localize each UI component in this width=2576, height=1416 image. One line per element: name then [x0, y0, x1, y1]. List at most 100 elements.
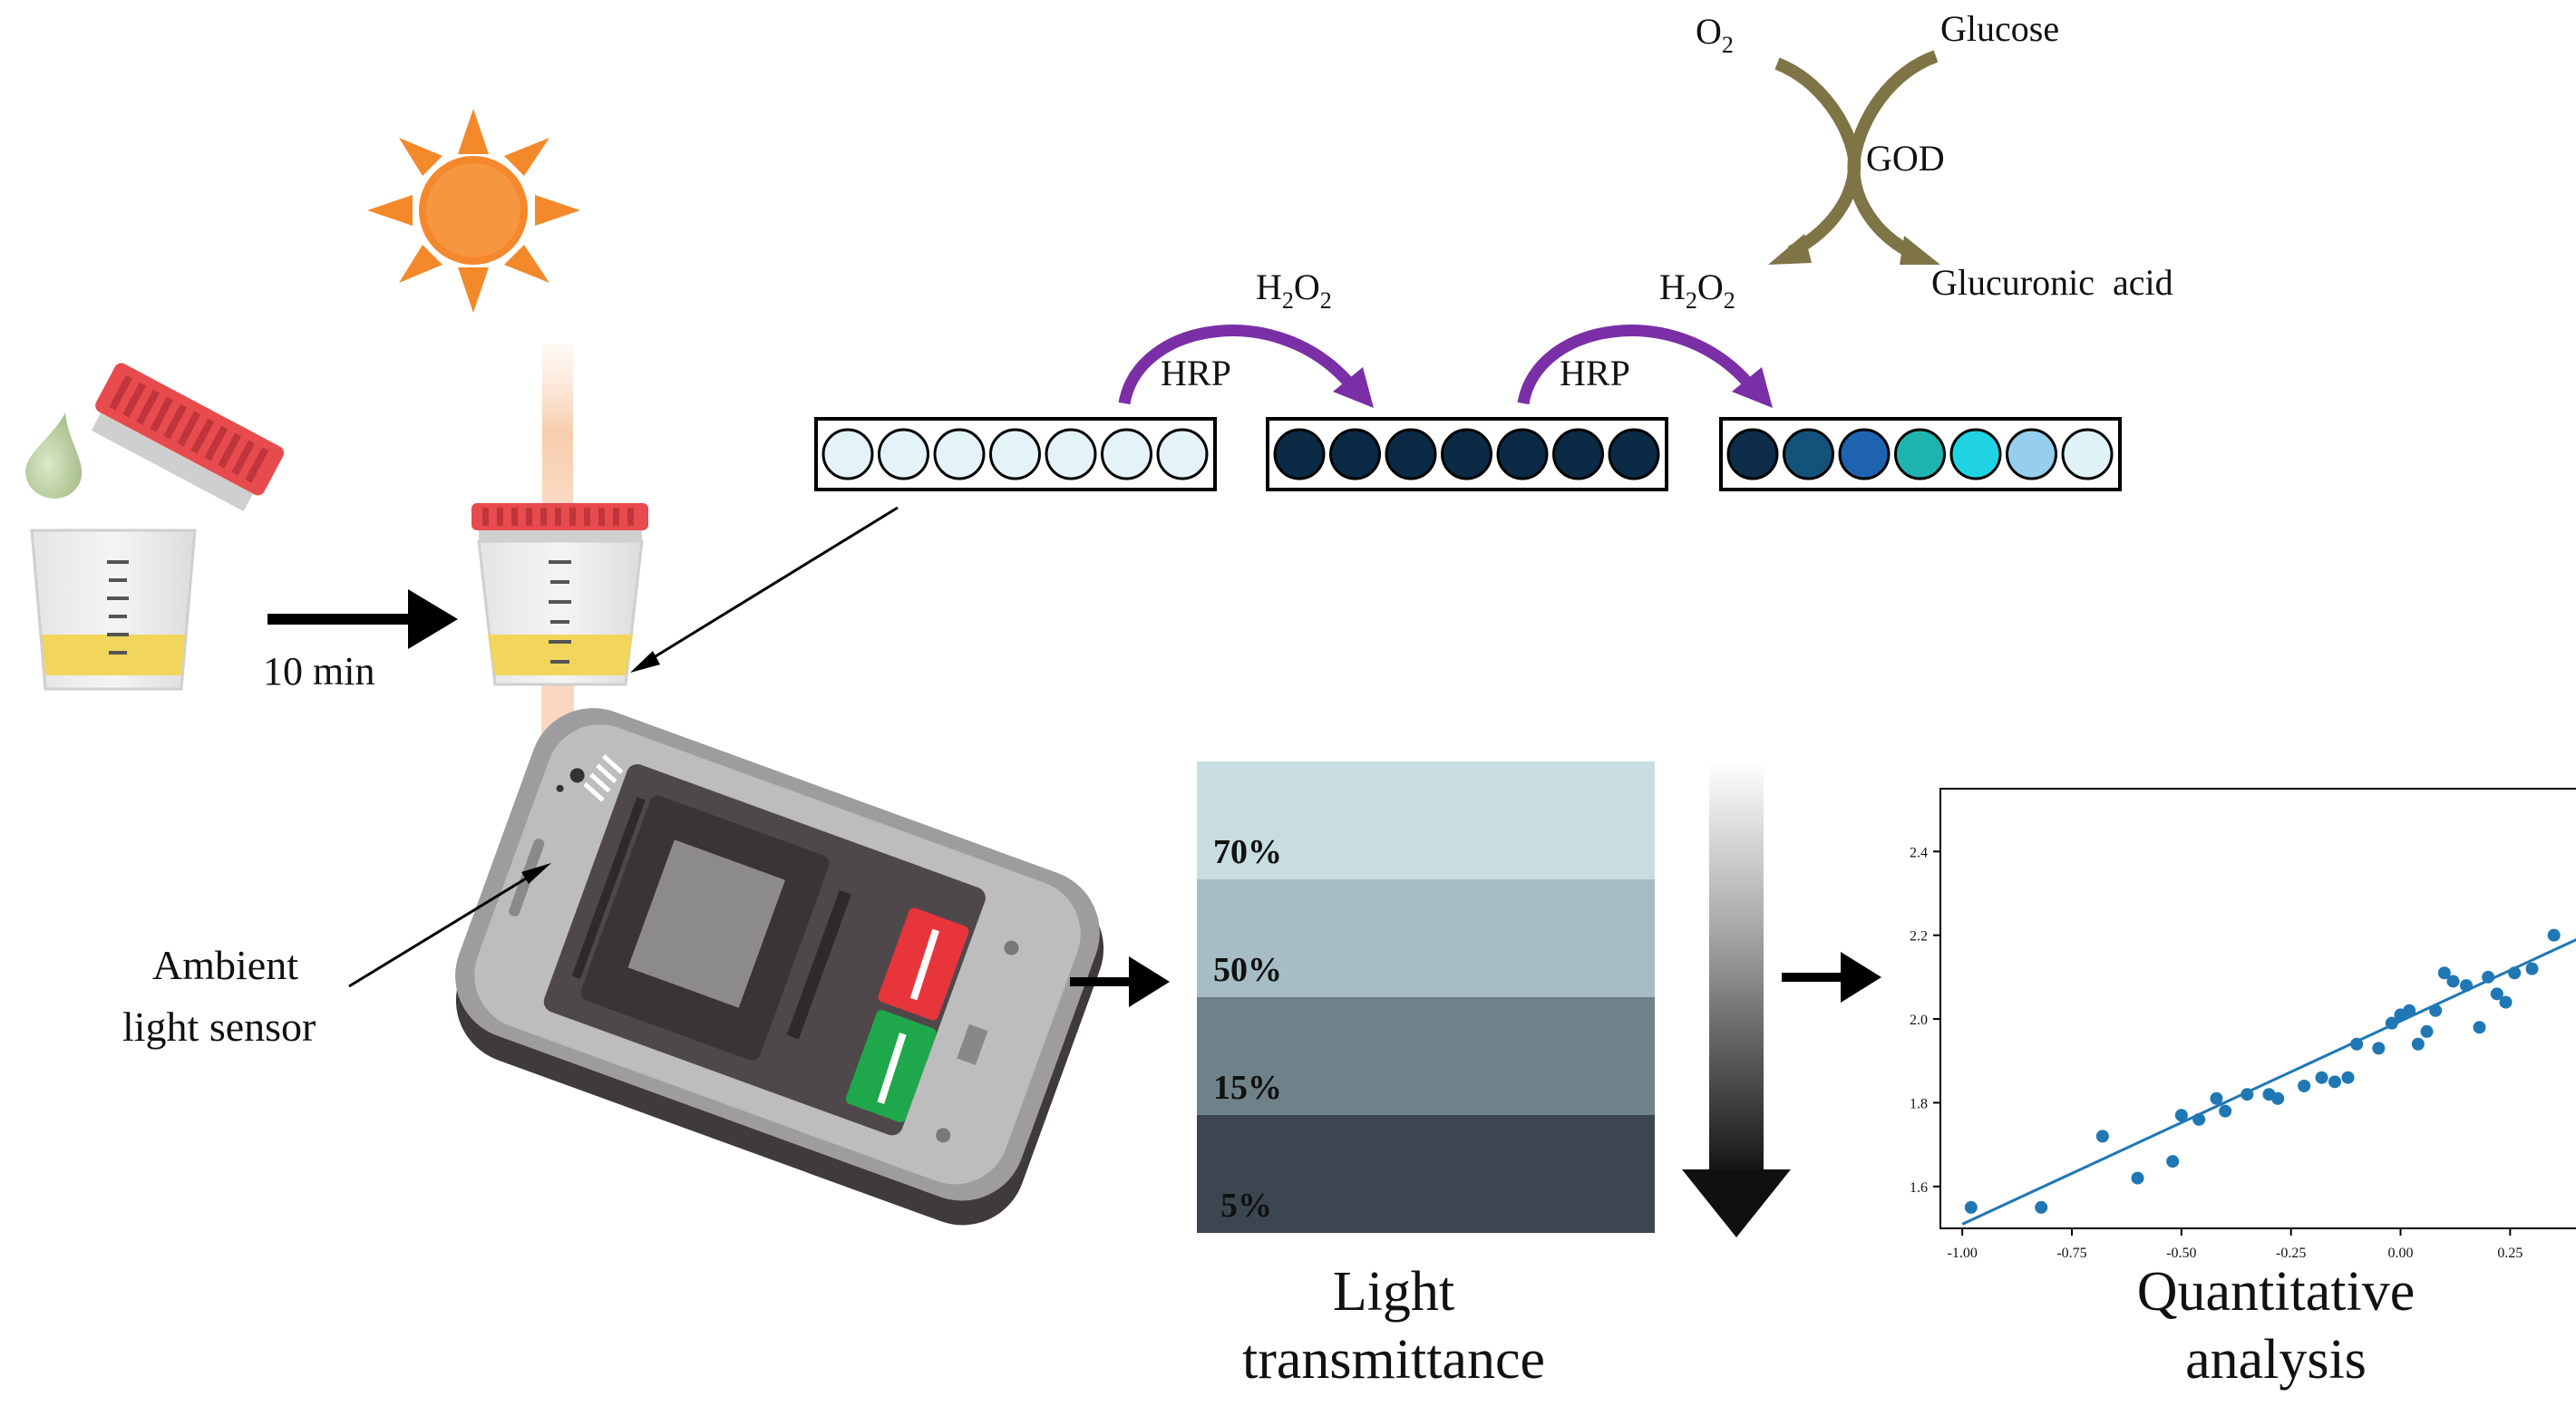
o2-label: O2	[1696, 11, 1734, 58]
arrow-to-transmittance	[1070, 956, 1170, 1007]
data-point	[2429, 1004, 2443, 1017]
pointer-arrow-strip	[630, 506, 899, 673]
well	[989, 428, 1041, 480]
well	[1726, 428, 1779, 480]
well	[821, 428, 874, 480]
strip-blank	[814, 417, 1217, 491]
ten-min-label: 10 min	[263, 649, 374, 693]
well	[2061, 428, 2114, 480]
data-point	[2385, 1016, 2398, 1030]
hrp-arrow-2	[1517, 325, 1773, 408]
well	[2006, 428, 2057, 480]
transmittance-band-label: 70%	[1213, 833, 1282, 871]
data-point	[2420, 1024, 2434, 1038]
well	[1385, 428, 1437, 480]
well	[1441, 428, 1492, 480]
chart-frame	[1939, 788, 2576, 1229]
well	[1101, 428, 1152, 480]
data-point	[2372, 1042, 2386, 1055]
data-point	[2241, 1088, 2254, 1101]
data-point	[2166, 1155, 2180, 1169]
strip-dark	[1266, 417, 1668, 491]
h2o2-label-1: H2O2	[1256, 267, 1332, 314]
glucuronic-acid-label: Glucuronic acid	[1931, 262, 2173, 303]
y-tick-label: 2.4	[1910, 845, 1928, 860]
light-transmittance-line2: transmittance	[1242, 1329, 1545, 1391]
light-transmittance-line1: Light	[1333, 1261, 1454, 1323]
data-point	[2446, 975, 2460, 988]
data-point	[2499, 995, 2513, 1009]
x-tick-label: 0.25	[2497, 1246, 2523, 1261]
data-point	[2350, 1037, 2364, 1051]
transmittance-swatch: 70% 50% 15% 5%	[1197, 761, 1655, 1233]
data-point	[2460, 979, 2473, 993]
arrow-to-cup	[267, 589, 458, 649]
data-point	[2035, 1200, 2048, 1214]
cap-left-icon	[91, 363, 285, 512]
data-point	[2508, 966, 2522, 980]
well	[1496, 428, 1549, 480]
god-label: GOD	[1866, 138, 1945, 179]
data-point	[2192, 1112, 2206, 1126]
intensity-gradient-arrow	[1682, 761, 1791, 1237]
well	[1273, 428, 1326, 480]
hrp-arrow-1	[1118, 325, 1374, 408]
data-point	[2298, 1079, 2311, 1092]
arrow-to-chart	[1782, 952, 1881, 1003]
y-tick-label: 2.0	[1910, 1013, 1928, 1028]
data-point	[2411, 1037, 2425, 1051]
well	[1608, 428, 1660, 480]
x-tick-label: -1.00	[1948, 1246, 1978, 1261]
data-point	[2095, 1130, 2109, 1143]
sensor-pointer-arrow	[348, 863, 551, 988]
ambient-label-line1: Ambient	[152, 942, 298, 988]
transmittance-band-label: 5%	[1220, 1187, 1272, 1225]
data-point	[2131, 1171, 2144, 1185]
well	[1329, 428, 1381, 480]
hrp-label-1: HRP	[1161, 353, 1231, 393]
x-tick-label: 0.00	[2388, 1246, 2414, 1261]
well	[1045, 428, 1097, 480]
well	[1838, 428, 1891, 480]
data-point	[2328, 1075, 2341, 1089]
glucose-label: Glucose	[1940, 8, 2059, 49]
data-point	[2547, 928, 2561, 942]
transmittance-band	[1197, 997, 1655, 1115]
y-tick-label: 1.8	[1910, 1096, 1928, 1111]
data-point	[2174, 1109, 2188, 1122]
cup-middle-icon	[471, 503, 648, 686]
well	[933, 428, 986, 480]
x-tick-label: -0.25	[2276, 1246, 2306, 1261]
quantitative-line1: Quantitative	[2137, 1261, 2415, 1323]
y-tick-label: 2.2	[1910, 929, 1928, 945]
x-tick-label: -0.50	[2166, 1246, 2196, 1261]
drop-icon	[25, 412, 83, 499]
x-tick-label: -0.75	[2056, 1246, 2086, 1261]
data-point	[2219, 1104, 2232, 1118]
transmittance-band	[1197, 1115, 1655, 1233]
well	[1156, 428, 1209, 480]
data-point	[2210, 1091, 2223, 1105]
well	[1949, 428, 2002, 480]
h2o2-label-2: H2O2	[1659, 267, 1735, 314]
y-tick-label: 1.6	[1910, 1180, 1928, 1196]
ambient-label-line2: light sensor	[122, 1004, 316, 1050]
sun-icon	[367, 109, 580, 313]
data-point	[2315, 1071, 2328, 1084]
data-point	[2271, 1091, 2285, 1105]
well	[878, 428, 929, 480]
quantitative-line2: analysis	[2185, 1329, 2367, 1391]
transmittance-band-label: 15%	[1213, 1069, 1282, 1107]
smartphone-icon	[455, 708, 1104, 1226]
data-point	[2490, 987, 2503, 1001]
well	[1552, 428, 1604, 480]
data-point	[2437, 966, 2451, 980]
transmittance-band-label: 50%	[1213, 951, 1282, 989]
god-reaction-arrows	[1768, 50, 1940, 265]
data-point	[2403, 1004, 2416, 1017]
data-point	[2473, 1021, 2486, 1034]
hrp-label-2: HRP	[1560, 353, 1630, 393]
cup-left-icon	[30, 529, 197, 691]
